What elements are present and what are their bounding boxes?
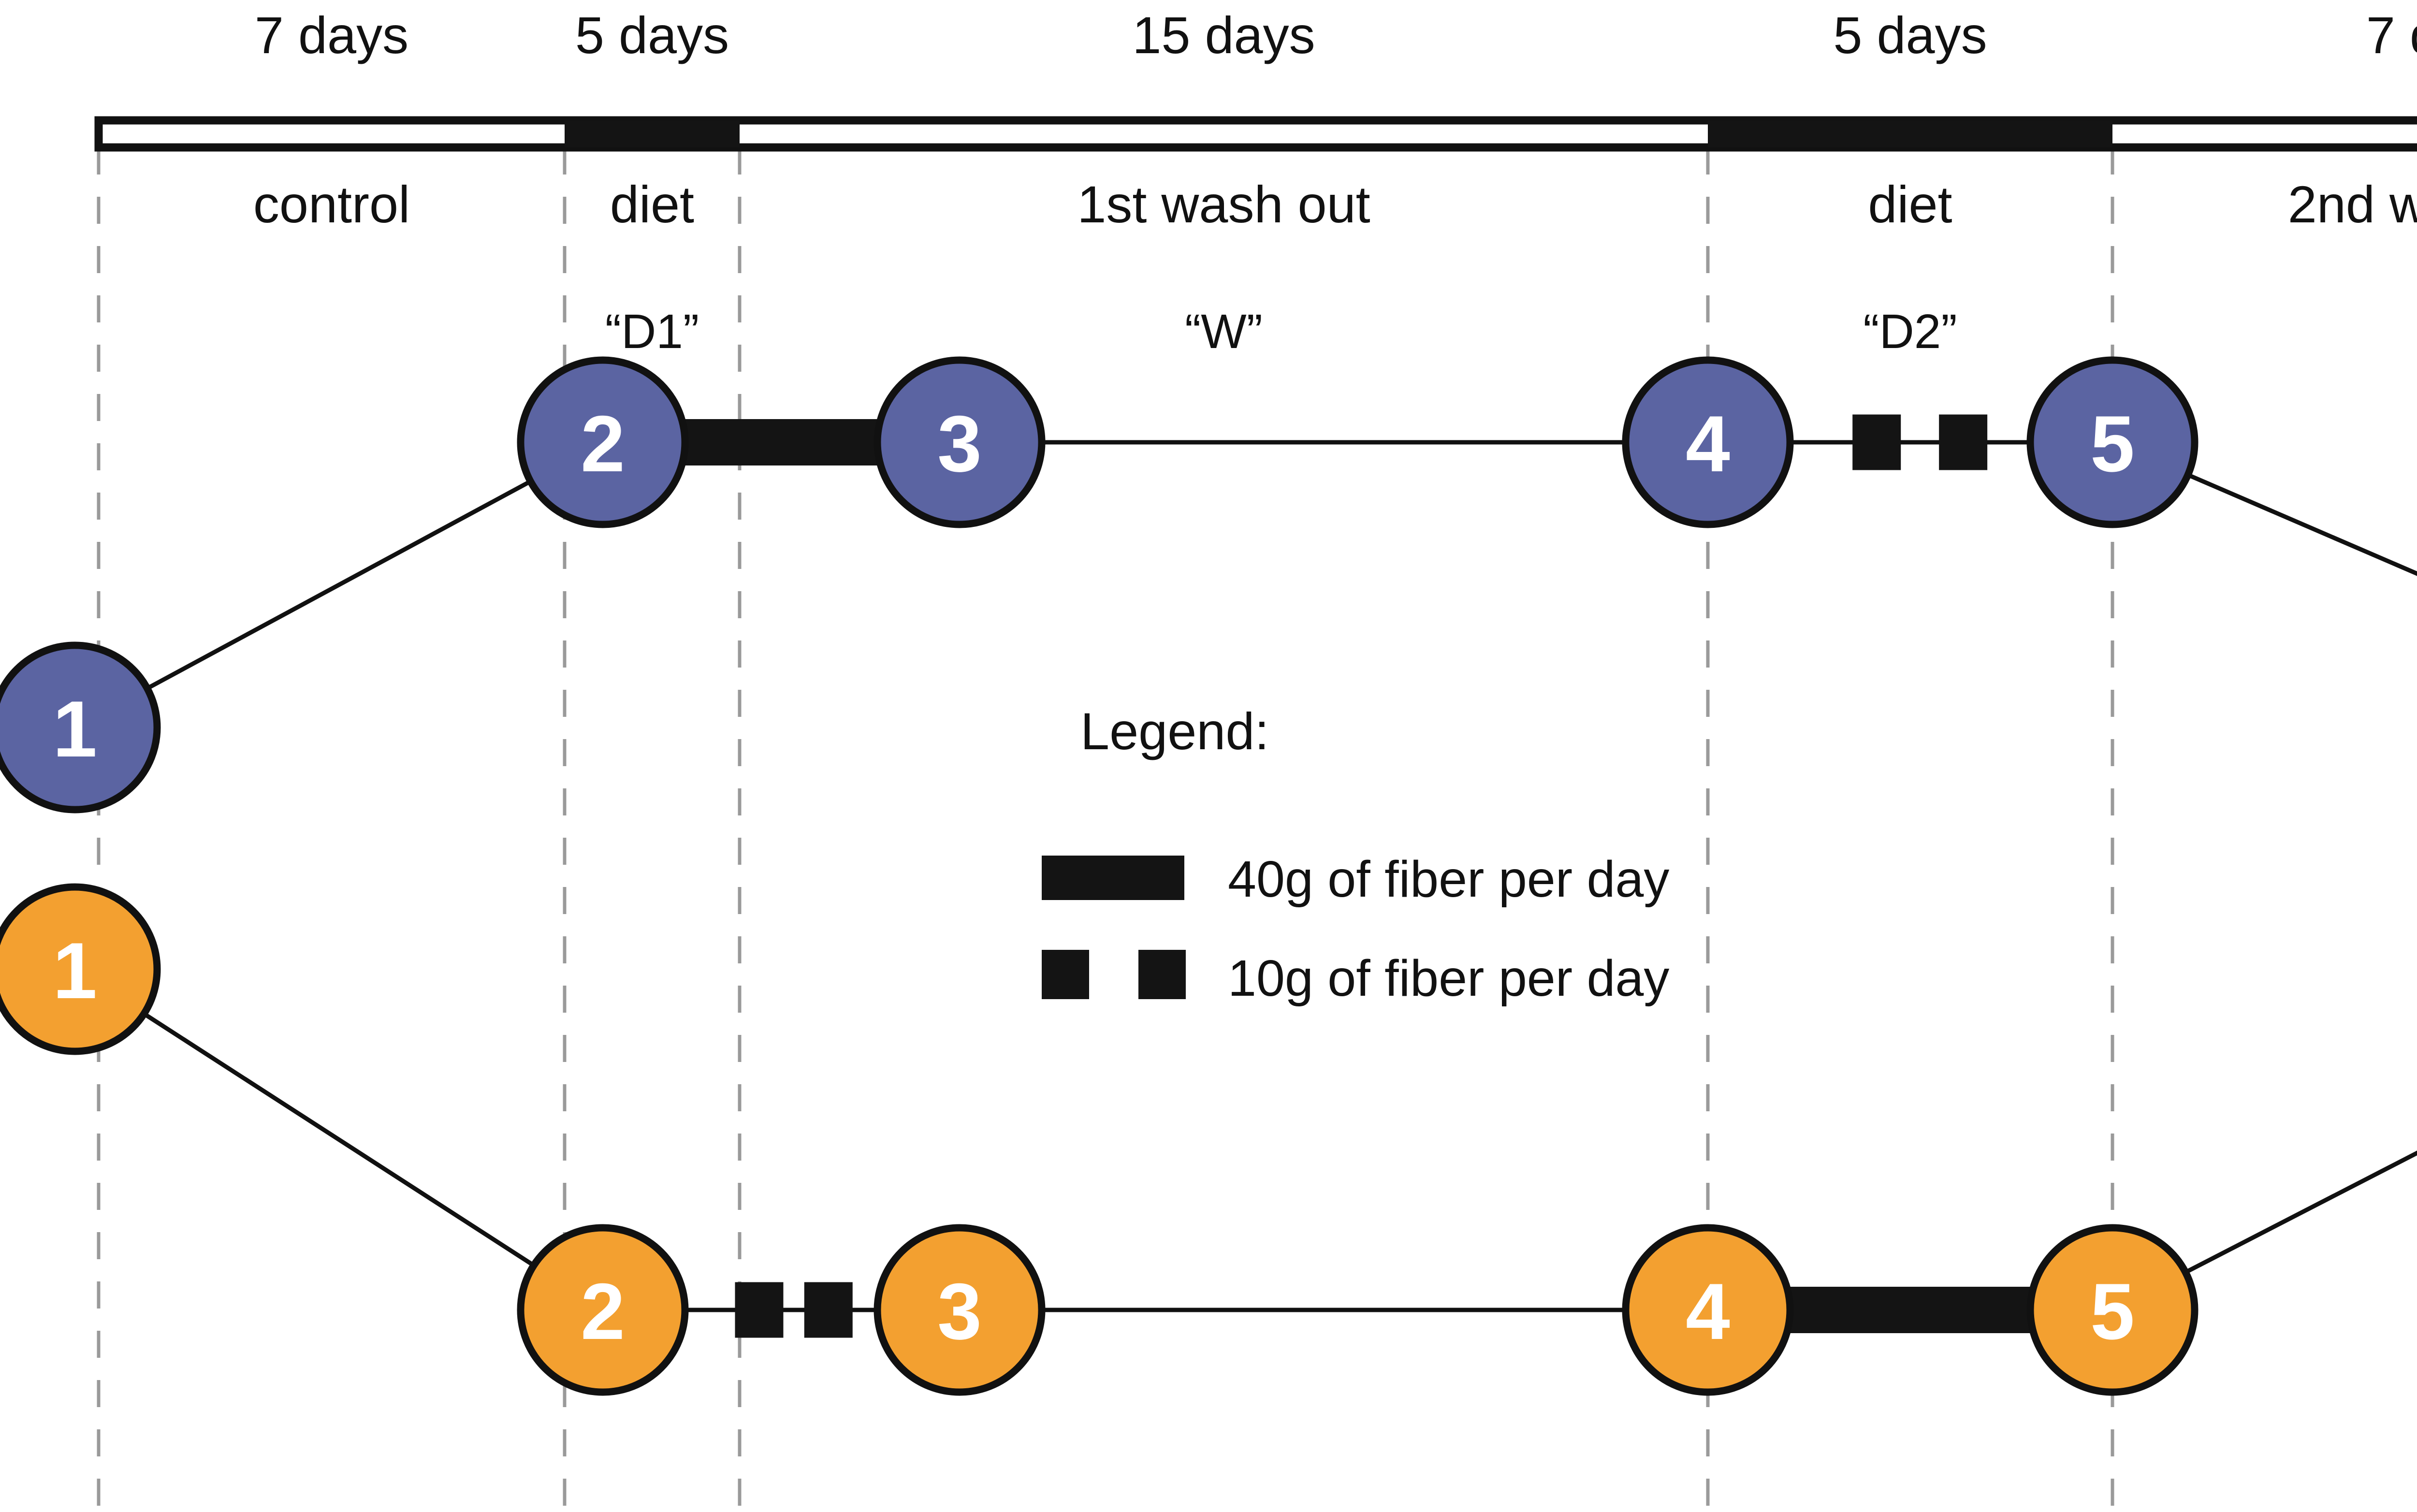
orange-link-2-to-3-square-1 bbox=[804, 1282, 853, 1338]
phase-label-4: 2nd wash out bbox=[2288, 175, 2417, 233]
duration-label-0: 7 days bbox=[255, 6, 408, 64]
blue-node-label-3: 3 bbox=[937, 399, 982, 488]
blue-link-4-to-5-square-1 bbox=[1939, 414, 1988, 470]
orange-link-1-to-2 bbox=[143, 1012, 535, 1267]
orange-node-label-3: 3 bbox=[937, 1267, 982, 1356]
timeline-bar bbox=[94, 116, 2417, 152]
phase-label-1: diet bbox=[610, 175, 694, 233]
blue-node-circle-1 bbox=[0, 641, 161, 814]
legend-dotted-swatch-left bbox=[1042, 950, 1089, 999]
blue-node-label-5: 5 bbox=[2090, 399, 2135, 488]
duration-label-4: 7 days bbox=[2366, 6, 2417, 64]
legend-entry-40g-label: 40g of fiber per day bbox=[1228, 851, 1669, 908]
blue-arm-links bbox=[146, 414, 2417, 691]
duration-label-2: 15 days bbox=[1132, 6, 1315, 64]
blue-link-2-to-3 bbox=[685, 419, 877, 465]
timeline-segment-3 bbox=[1708, 120, 2112, 147]
blue-node-5[interactable]: 5 bbox=[2026, 356, 2199, 528]
legend-dotted-swatch-right bbox=[1138, 950, 1186, 999]
blue-arm-nodes: 123456 bbox=[0, 356, 2199, 814]
phase-label-0: control bbox=[253, 175, 410, 233]
orange-node-circle-1 bbox=[0, 883, 161, 1055]
orange-node-circle-3 bbox=[874, 1224, 1046, 1396]
blue-node-circle-5 bbox=[2026, 356, 2199, 528]
blue-link-4-to-5-square-0 bbox=[1852, 414, 1901, 470]
blue-node-circle-3 bbox=[874, 356, 1046, 528]
orange-node-1[interactable]: 1 bbox=[0, 883, 161, 1055]
duration-label-1: 5 days bbox=[575, 6, 729, 64]
orange-node-circle-4 bbox=[1622, 1224, 1794, 1396]
phase-labels: control diet 1st wash out diet 2nd wash out bbox=[253, 175, 2417, 233]
blue-node-1[interactable]: 1 bbox=[0, 641, 161, 814]
orange-arm-links bbox=[143, 1012, 2417, 1338]
orange-node-3[interactable]: 3 bbox=[874, 1224, 1046, 1396]
orange-node-circle-2 bbox=[517, 1224, 689, 1396]
blue-node-circle-4 bbox=[1622, 356, 1794, 528]
timeline-bar-black-segments bbox=[565, 120, 2112, 147]
blue-node-label-1: 1 bbox=[53, 684, 97, 773]
orange-node-label-4: 4 bbox=[1686, 1267, 1730, 1356]
phase-label-2: 1st wash out bbox=[1077, 175, 1370, 233]
legend-solid-bar-swatch bbox=[1042, 856, 1184, 900]
blue-node-label-2: 2 bbox=[581, 399, 625, 488]
orange-node-label-5: 5 bbox=[2090, 1267, 2135, 1356]
blue-link-5-to-6 bbox=[2187, 473, 2417, 576]
legend-entry-10g-label: 10g of fiber per day bbox=[1228, 950, 1669, 1007]
orange-node-label-2: 2 bbox=[581, 1267, 625, 1356]
orange-link-4-to-5 bbox=[1790, 1287, 2030, 1333]
legend-title: Legend: bbox=[1080, 702, 1269, 760]
blue-node-circle-2 bbox=[517, 356, 689, 528]
orange-node-2[interactable]: 2 bbox=[517, 1224, 689, 1396]
phase-code-label-2: “W” bbox=[1185, 305, 1263, 359]
phase-code-label-1: “D1” bbox=[605, 305, 699, 359]
duration-label-3: 5 days bbox=[1833, 6, 1987, 64]
orange-link-2-to-3-square-0 bbox=[735, 1282, 784, 1338]
duration-labels: 7 days 5 days 15 days 5 days 7 days bbox=[255, 6, 2417, 64]
phase-code-label-3: “D2” bbox=[1863, 305, 1957, 359]
blue-node-2[interactable]: 2 bbox=[517, 356, 689, 528]
legend: Legend: 40g of fiber per day 10g of fibe… bbox=[1042, 702, 1669, 1007]
orange-arm-nodes: 123456 bbox=[0, 883, 2199, 1396]
orange-node-circle-5 bbox=[2026, 1224, 2199, 1396]
orange-node-5[interactable]: 5 bbox=[2026, 1224, 2199, 1396]
phase-label-3: diet bbox=[1868, 175, 1952, 233]
timeline-segment-1 bbox=[565, 120, 740, 147]
phase-code-labels: “D1” “W” “D2” bbox=[605, 305, 1957, 359]
orange-node-4[interactable]: 4 bbox=[1622, 1224, 1794, 1396]
blue-node-4[interactable]: 4 bbox=[1622, 356, 1794, 528]
blue-link-1-to-2 bbox=[146, 479, 532, 691]
orange-node-label-1: 1 bbox=[53, 926, 97, 1015]
orange-link-5-to-6 bbox=[2184, 1150, 2417, 1275]
blue-node-label-4: 4 bbox=[1686, 399, 1730, 488]
blue-node-3[interactable]: 3 bbox=[874, 356, 1046, 528]
